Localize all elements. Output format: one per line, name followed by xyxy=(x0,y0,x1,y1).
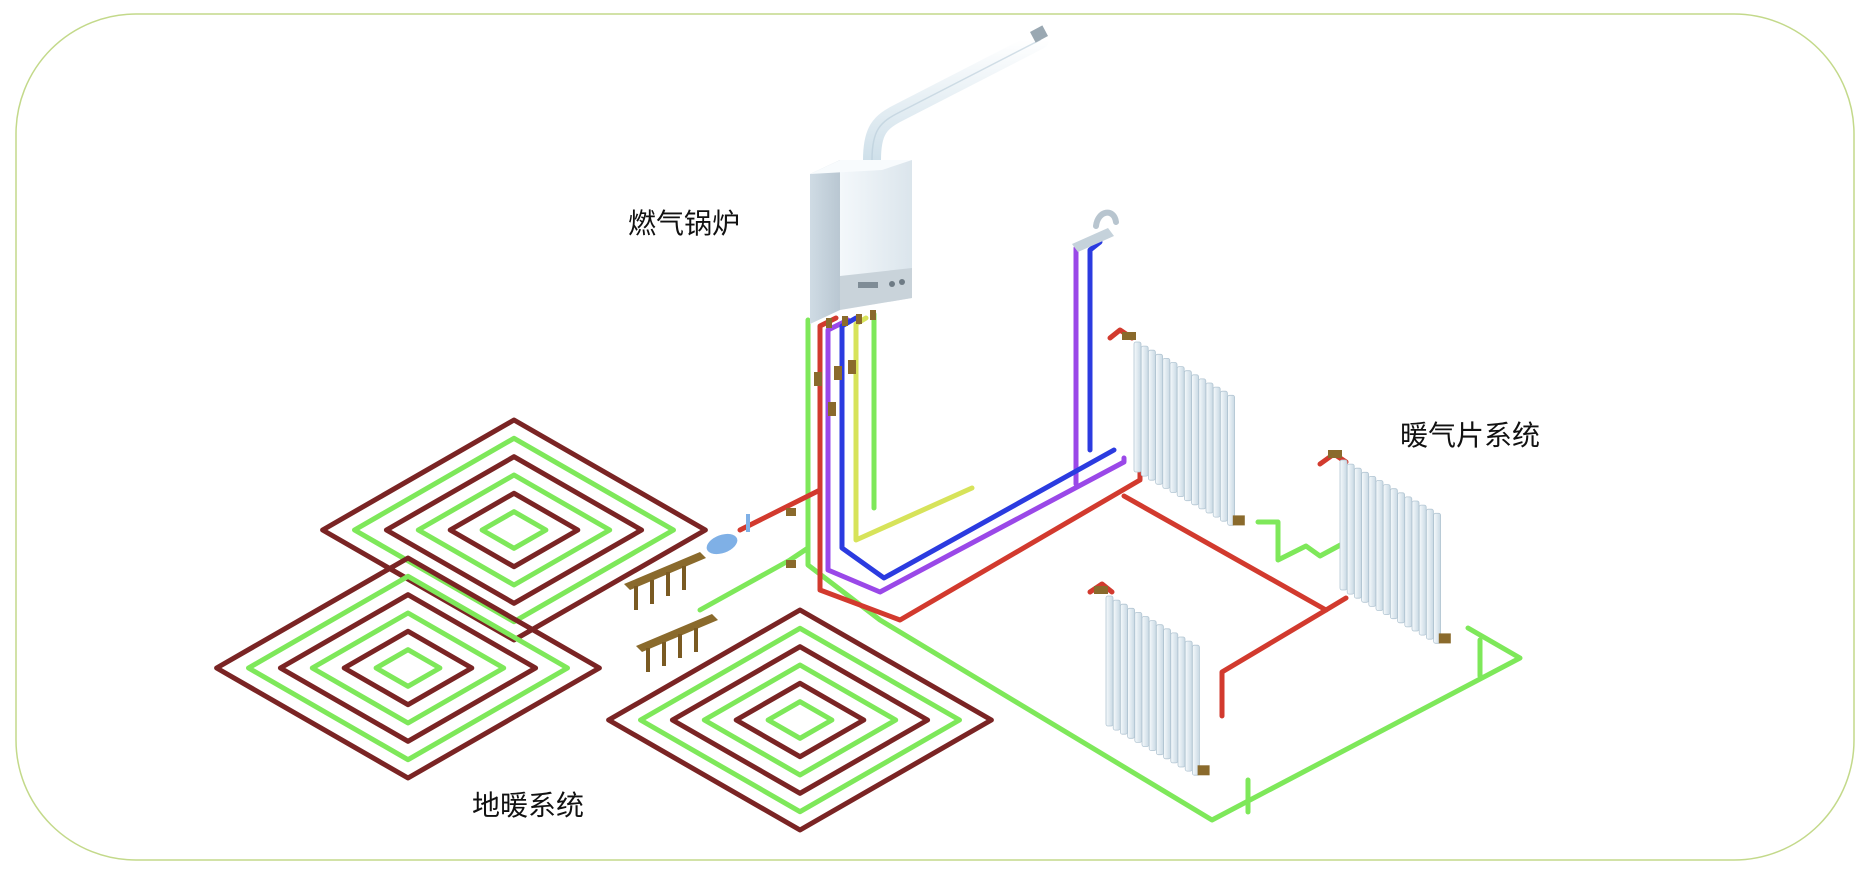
radiator-fin xyxy=(1184,640,1193,772)
radiator-fin xyxy=(1140,345,1149,477)
coil-loop xyxy=(214,555,602,781)
radiator-fin xyxy=(1112,599,1121,731)
radiator-fin xyxy=(1368,475,1377,607)
radiator-valve xyxy=(1438,633,1451,644)
coil-loop xyxy=(479,509,549,551)
radiator-valve xyxy=(1232,515,1245,526)
radiator-system-label: 暖气片系统 xyxy=(1400,419,1541,452)
coil-loop xyxy=(638,625,962,815)
radiator-fin xyxy=(1141,616,1150,747)
coil-loop xyxy=(733,680,867,760)
gas-boiler-icon xyxy=(810,25,1049,416)
coil-loop xyxy=(277,592,539,744)
coil-loop xyxy=(320,417,708,643)
radiator-fin xyxy=(1156,624,1164,756)
radiator-fin xyxy=(1212,386,1221,518)
coil-loop xyxy=(246,573,570,763)
floor-manifold-icon xyxy=(624,508,796,672)
radiator-fin xyxy=(1133,341,1142,473)
floor-coil-icon xyxy=(214,555,602,781)
radiator-fin xyxy=(1148,349,1156,481)
supply-pipe-main xyxy=(817,315,1143,623)
cold-water-riser xyxy=(1087,239,1103,453)
floor-coil-icon xyxy=(606,607,994,833)
coil-loop xyxy=(352,435,676,625)
coil-loop xyxy=(669,644,931,796)
radiator-fin xyxy=(1198,378,1207,510)
pipe-network xyxy=(697,239,1523,823)
flue-pipe xyxy=(863,31,1049,169)
purple-pipe xyxy=(825,317,1127,595)
radiator-fin xyxy=(1339,459,1348,591)
radiator-fin xyxy=(1354,467,1362,599)
return-pipe-manifold xyxy=(697,545,811,613)
radiator-fin xyxy=(1176,366,1185,498)
return-pipe-radiator-3 xyxy=(1255,519,1349,563)
radiator-fin xyxy=(1170,632,1179,764)
coil-loop xyxy=(701,662,899,778)
radiator-fin xyxy=(1390,488,1398,620)
radiator-fin xyxy=(1227,394,1235,526)
coil-loop xyxy=(373,647,443,689)
coil-loop xyxy=(341,628,475,708)
radiator-fin xyxy=(1192,644,1200,776)
radiator-fin xyxy=(1184,370,1192,502)
floor-coil-icon xyxy=(320,417,708,643)
radiator-fin xyxy=(1177,636,1186,768)
coil-loop xyxy=(309,610,507,726)
radiator-fin xyxy=(1404,496,1413,628)
radiator-fin xyxy=(1169,362,1178,493)
radiator-fin xyxy=(1361,471,1369,603)
pump-icon xyxy=(706,533,738,555)
radiator-icon xyxy=(1122,332,1245,526)
radiator-fin xyxy=(1375,480,1384,611)
radiator-fin xyxy=(1433,512,1441,644)
radiator-icon xyxy=(1328,450,1451,644)
coil-loop xyxy=(415,472,613,588)
floor-heating-label: 地暖系统 xyxy=(472,789,585,822)
radiator-fin xyxy=(1155,353,1163,485)
radiator-fin xyxy=(1134,612,1143,743)
diagram-frame xyxy=(15,13,1855,861)
radiator-fin xyxy=(1418,504,1427,636)
faucet-icon xyxy=(1072,209,1119,252)
boiler-label: 燃气锅炉 xyxy=(628,207,741,240)
radiator-fin xyxy=(1205,382,1214,514)
radiator-fin xyxy=(1127,607,1135,739)
radiator-fin xyxy=(1163,628,1171,760)
coil-loop xyxy=(383,454,645,606)
radiator-valve xyxy=(1094,586,1108,594)
radiator-icon xyxy=(1094,586,1210,776)
coil-loop xyxy=(606,607,994,833)
radiator-fin xyxy=(1382,484,1391,616)
coil-loop xyxy=(447,490,581,570)
radiator-valve xyxy=(1328,450,1342,458)
radiator-fin xyxy=(1162,357,1171,489)
radiator-fin xyxy=(1411,500,1420,632)
radiator-fin xyxy=(1105,595,1114,727)
return-pipe-main xyxy=(805,317,1523,823)
radiator-fin xyxy=(1148,620,1157,751)
radiator-valve xyxy=(1197,765,1210,776)
supply-pipe-radiator-lower xyxy=(1219,607,1329,719)
radiator-fin xyxy=(1426,508,1434,640)
radiator-fin xyxy=(1120,603,1128,735)
coil-loop xyxy=(765,699,835,741)
radiator-fin xyxy=(1220,390,1228,522)
radiator-valve xyxy=(1122,332,1136,340)
radiator-fin xyxy=(1397,492,1405,624)
radiator-fin xyxy=(1191,374,1199,506)
radiator-fin xyxy=(1346,463,1355,595)
